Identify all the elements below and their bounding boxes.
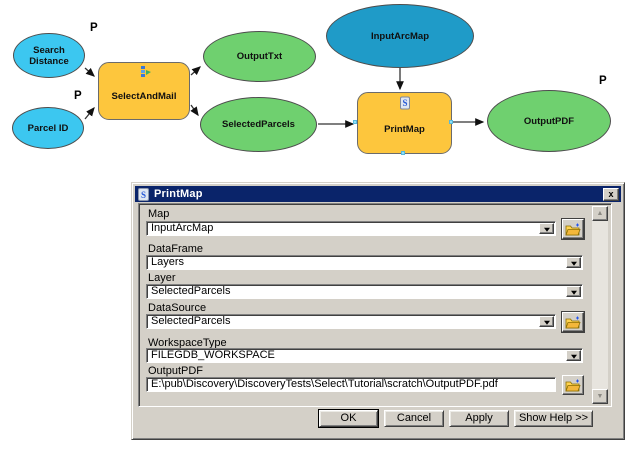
- field-label-dataframe: DataFrame: [148, 243, 204, 255]
- dialog-title: PrintMap: [154, 188, 203, 200]
- model-tool-print-map[interactable]: S PrintMap: [357, 92, 452, 154]
- dataframe-value: Layers: [151, 256, 185, 268]
- field-label-layer: Layer: [148, 272, 176, 284]
- dialog-titlebar[interactable]: S PrintMap x: [135, 186, 621, 202]
- field-label-workspacetype: WorkspaceType: [148, 337, 227, 349]
- scroll-up-icon[interactable]: ▲: [592, 206, 608, 221]
- apply-button[interactable]: Apply: [449, 410, 509, 427]
- outputpdf-value: E:\pub\Discovery\DiscoveryTests\Select\T…: [151, 378, 498, 390]
- script-icon: S: [399, 96, 410, 110]
- workspacetype-value: FILEGDB_WORKSPACE: [151, 349, 275, 361]
- layer-combobox[interactable]: SelectedParcels: [146, 284, 583, 299]
- model-node-output-pdf[interactable]: OutputPDF: [487, 90, 611, 152]
- connection-handle: [449, 120, 453, 124]
- model-tool-select-and-mail[interactable]: SelectAndMail: [98, 62, 190, 120]
- connection-handle: [401, 151, 405, 155]
- parameter-marker-search-distance: P: [90, 22, 98, 34]
- layer-value: SelectedParcels: [151, 285, 231, 297]
- model-node-parcel-id[interactable]: Parcel ID: [12, 107, 84, 149]
- node-label: Search Distance: [29, 44, 69, 67]
- node-label: SelectedParcels: [222, 119, 295, 130]
- model-node-search-distance[interactable]: Search Distance: [13, 33, 85, 78]
- datasource-combobox[interactable]: SelectedParcels: [146, 314, 556, 329]
- datasource-browse-button[interactable]: [561, 311, 585, 333]
- open-folder-icon: [565, 223, 581, 235]
- chevron-down-icon[interactable]: [566, 257, 581, 268]
- cancel-button[interactable]: Cancel: [384, 410, 444, 427]
- model-node-selected-parcels[interactable]: SelectedParcels: [200, 97, 317, 152]
- node-label: SelectAndMail: [111, 90, 177, 102]
- datasource-value: SelectedParcels: [151, 315, 231, 327]
- node-label: PrintMap: [384, 123, 425, 135]
- close-icon[interactable]: x: [603, 188, 619, 201]
- node-label: OutputPDF: [523, 115, 575, 127]
- parameter-marker-output-pdf: P: [599, 75, 607, 87]
- connection-handle: [353, 120, 357, 124]
- map-browse-button[interactable]: [561, 218, 585, 240]
- parameter-marker-parcel-id: P: [74, 90, 82, 102]
- map-combobox[interactable]: InputArcMap: [146, 221, 556, 236]
- node-label: InputArcMap: [370, 30, 430, 42]
- vertical-scrollbar[interactable]: ▲ ▼: [592, 206, 608, 404]
- printmap-dialog: S PrintMap x Map InputArcMap DataFrame: [131, 182, 625, 440]
- open-folder-icon: [565, 316, 581, 328]
- workspacetype-combobox[interactable]: FILEGDB_WORKSPACE: [146, 348, 583, 363]
- script-tool-icon: S: [138, 187, 149, 201]
- field-label-outputpdf: OutputPDF: [148, 365, 204, 377]
- dataframe-combobox[interactable]: Layers: [146, 255, 583, 270]
- node-label: OutputTxt: [236, 51, 283, 62]
- map-value: InputArcMap: [151, 222, 214, 234]
- model-node-input-arcmap[interactable]: InputArcMap: [326, 4, 474, 68]
- svg-text:S: S: [402, 98, 407, 108]
- chevron-down-icon[interactable]: [539, 223, 554, 234]
- parameters-panel: Map InputArcMap DataFrame Layers Layer: [138, 203, 612, 407]
- model-node-output-txt[interactable]: OutputTxt: [203, 31, 316, 82]
- chevron-down-icon[interactable]: [566, 286, 581, 297]
- chevron-down-icon[interactable]: [566, 350, 581, 361]
- show-help-button[interactable]: Show Help >>: [514, 410, 593, 427]
- field-label-map: Map: [148, 208, 170, 220]
- ok-button[interactable]: OK: [318, 409, 379, 428]
- scroll-down-icon[interactable]: ▼: [592, 389, 608, 404]
- outputpdf-browse-button[interactable]: [562, 375, 584, 395]
- outputpdf-input[interactable]: E:\pub\Discovery\DiscoveryTests\Select\T…: [146, 377, 556, 392]
- model-icon: [141, 66, 151, 77]
- node-label: Parcel ID: [27, 122, 69, 134]
- open-folder-icon: [565, 379, 581, 391]
- svg-text:S: S: [141, 190, 146, 200]
- field-label-datasource: DataSource: [148, 302, 207, 314]
- chevron-down-icon[interactable]: [539, 316, 554, 327]
